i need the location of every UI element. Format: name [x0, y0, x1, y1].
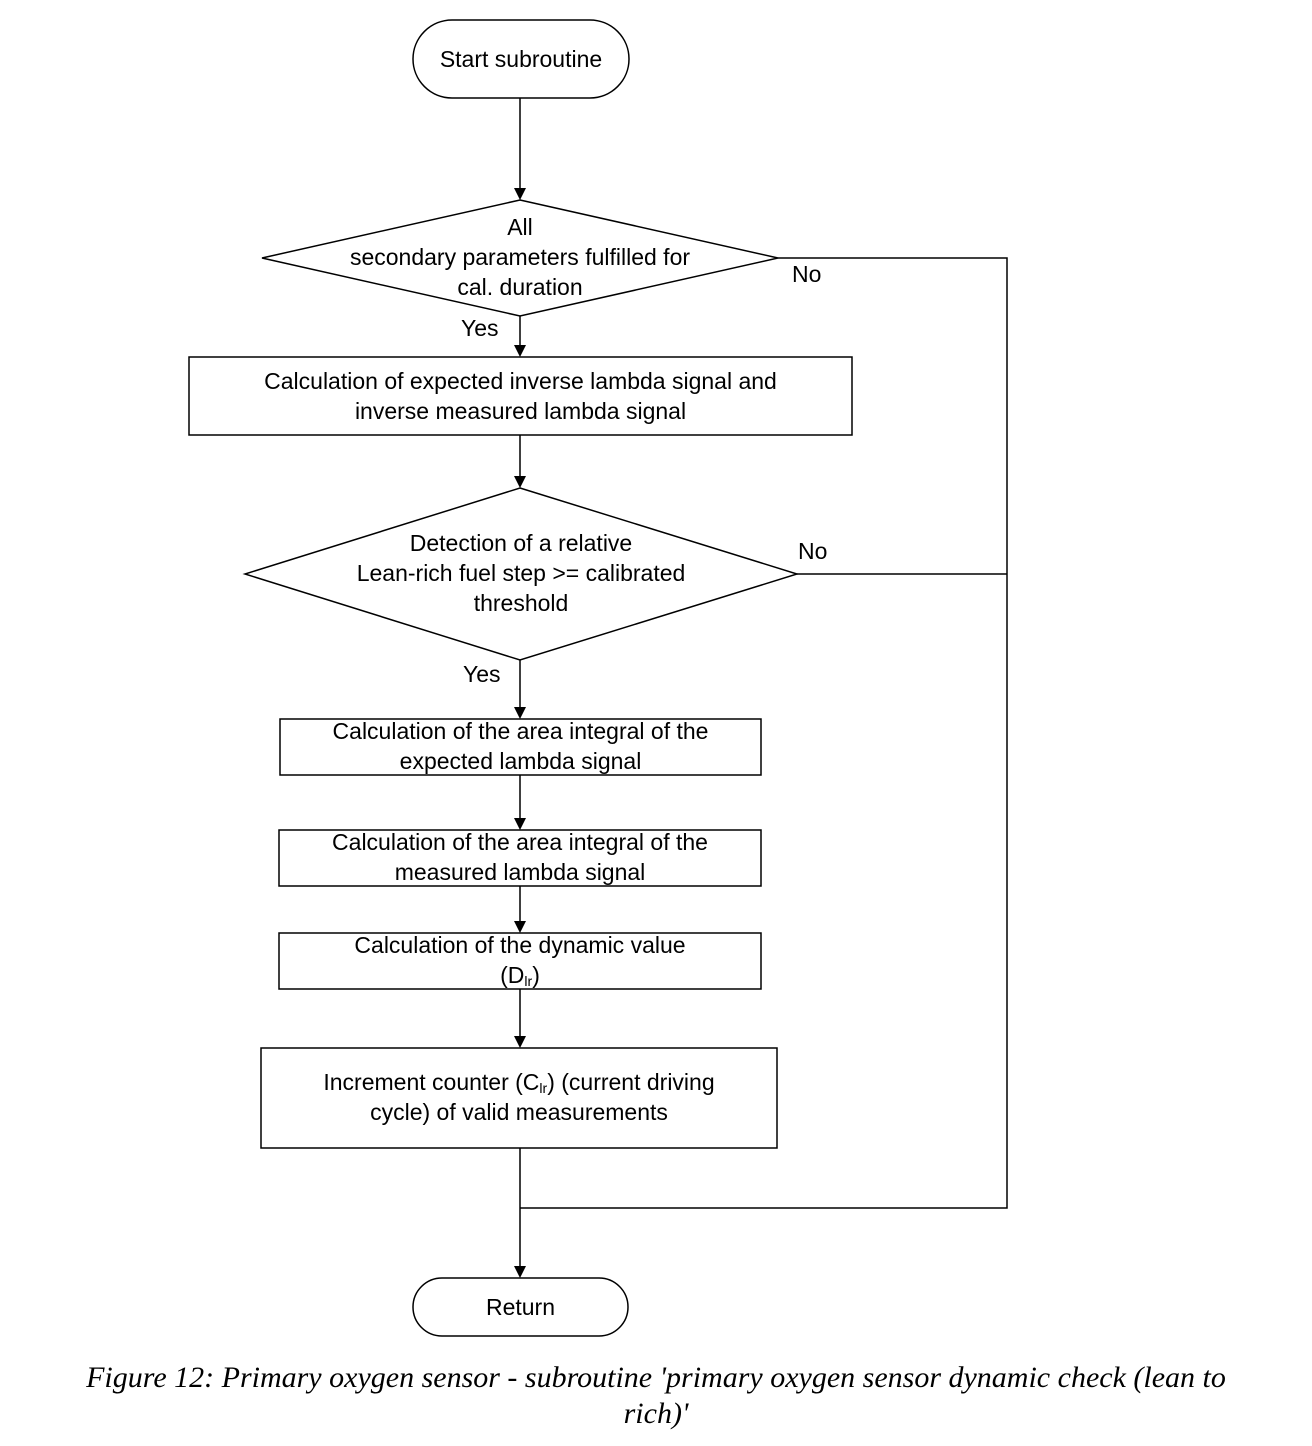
process5-line1: Increment counter (Clr) (current driving — [261, 1067, 777, 1097]
process-increment-counter-shape — [260, 1047, 778, 1149]
start-terminal-shape — [412, 19, 630, 99]
label-no-decision2: No — [798, 538, 828, 564]
decision-fuel-step-text: Detection of a relative Lean-rich fuel s… — [245, 528, 797, 618]
label-no-decision1: No — [792, 261, 822, 287]
caption-line1: Figure 12: Primary oxygen sensor - subro… — [86, 1361, 1226, 1394]
process1-line2: inverse measured lambda signal — [354, 398, 687, 424]
return-terminal-label: Return — [485, 1294, 556, 1320]
decision1-line2: secondary parameters fulfilled for — [349, 244, 691, 270]
decision2-line1: Detection of a relative — [409, 530, 633, 556]
connector-decision1-no — [520, 257, 1008, 1209]
process1-line1: Calculation of expected inverse lambda s… — [264, 368, 777, 394]
label-yes-decision1: Yes — [461, 315, 499, 341]
decision-secondary-params-text: All secondary parameters fulfilled for c… — [262, 212, 778, 302]
process-area-integral-measured-text: Calculation of the area integral of the … — [279, 827, 761, 887]
process5-suffix: ) (current driving — [547, 1069, 715, 1095]
start-terminal-label: Start subroutine — [439, 46, 603, 72]
process-inverse-lambda-text: Calculation of expected inverse lambda s… — [189, 366, 852, 426]
label-yes-decision2: Yes — [463, 661, 501, 687]
process3-line2: measured lambda signal — [394, 859, 646, 885]
decision1-line1: All — [507, 214, 533, 240]
process2-line2: expected lambda signal — [399, 748, 642, 774]
decision2-line3: threshold — [473, 590, 569, 616]
process5-subscript: lr — [539, 1080, 548, 1096]
decision2-line2: Lean-rich fuel step >= calibrated — [356, 560, 686, 586]
return-terminal-shape — [412, 1277, 629, 1337]
process3-line1: Calculation of the area integral of the — [332, 829, 708, 855]
process4-line2: (Dlr) — [279, 960, 761, 990]
process5-line2: cycle) of valid measurements — [370, 1099, 668, 1125]
process4-subscript: lr — [524, 973, 533, 989]
process4-prefix: (D — [500, 962, 525, 988]
decision1-line3: cal. duration — [457, 274, 583, 300]
process-dynamic-value-text: Calculation of the dynamic value (Dlr) — [279, 930, 761, 990]
process5-prefix: Increment counter (C — [323, 1069, 540, 1095]
figure-caption: Figure 12: Primary oxygen sensor - subro… — [0, 1360, 1312, 1432]
process-increment-counter-text: Increment counter (Clr) (current driving… — [261, 1067, 777, 1127]
caption-line2: rich)' — [623, 1397, 689, 1430]
process4-suffix: ) — [532, 962, 540, 988]
process2-line1: Calculation of the area integral of the — [332, 718, 709, 744]
process-area-integral-expected-text: Calculation of the area integral of the … — [280, 716, 761, 776]
process4-line1: Calculation of the dynamic value — [354, 932, 686, 958]
